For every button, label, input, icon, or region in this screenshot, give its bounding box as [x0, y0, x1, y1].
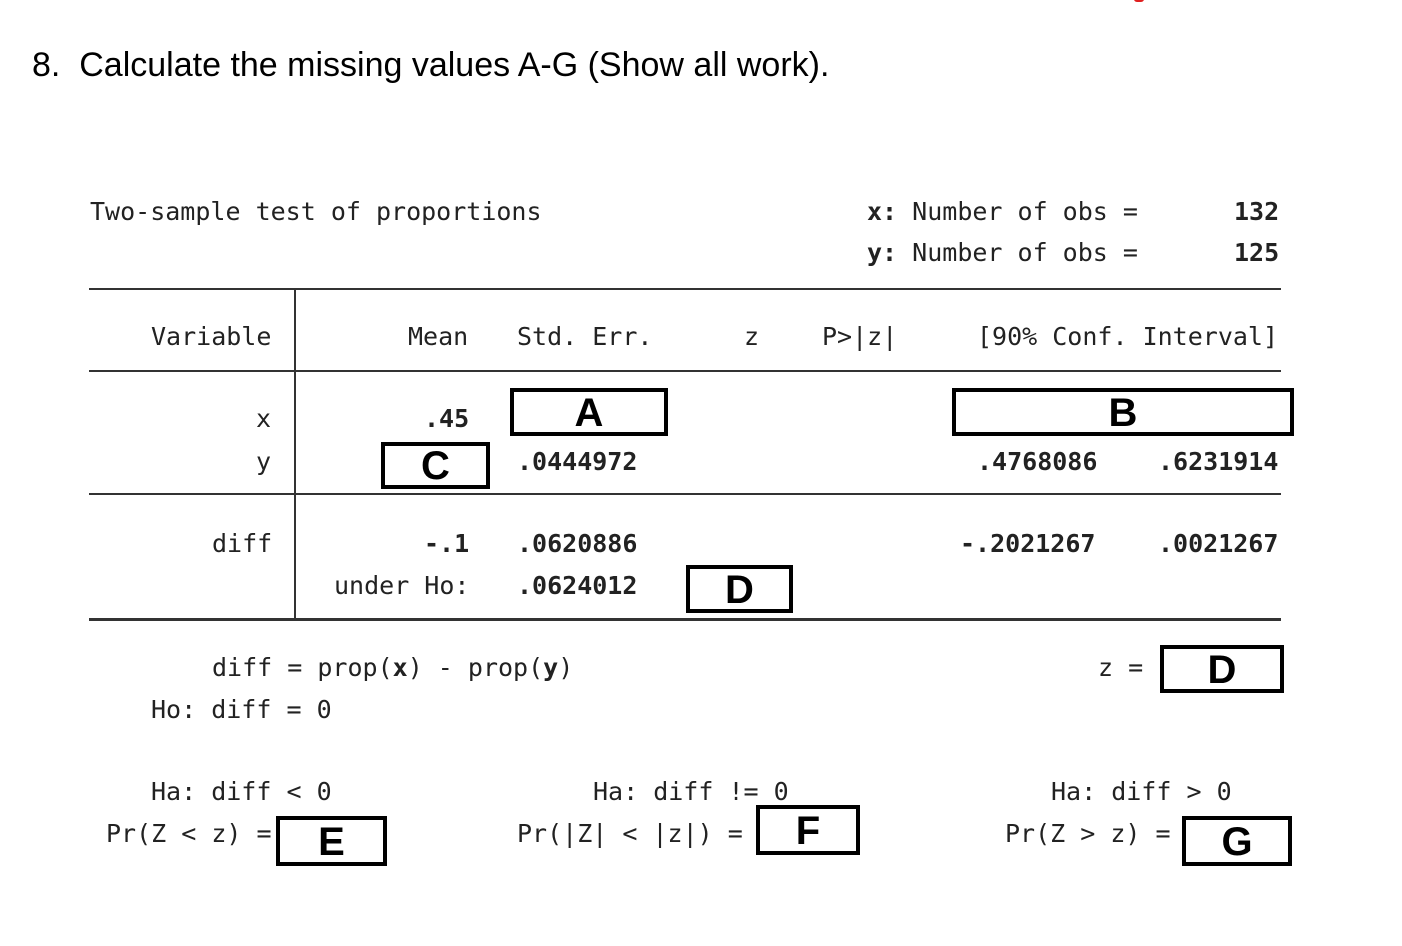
y-obs-label: Number of obs =: [912, 238, 1138, 267]
row-diff-mean: -.1: [424, 529, 470, 558]
table-top-rule: [89, 288, 1281, 290]
box-f: F: [756, 805, 860, 855]
col-mean: Mean: [408, 322, 469, 351]
box-d-z: D: [1160, 645, 1284, 693]
row-x-label: x: [256, 404, 272, 433]
red-mark: [1134, 0, 1144, 2]
box-b: B: [952, 388, 1294, 436]
ha-less: Ha: diff < 0: [151, 777, 332, 806]
ha-neq: Ha: diff != 0: [593, 777, 789, 806]
diff-def-x: x: [392, 653, 408, 682]
pr-neq: Pr(|Z| < |z|) =: [517, 819, 743, 848]
col-p: P>|z|: [822, 322, 898, 351]
table-bottom-rule: [89, 618, 1281, 621]
box-g: G: [1182, 816, 1292, 866]
table-divider: [294, 288, 296, 619]
col-z: z: [744, 322, 760, 351]
diff-def-suffix: ): [558, 653, 574, 682]
row-x-mean: .45: [424, 404, 470, 433]
y-prefix: y:: [867, 238, 898, 267]
header-rule: [89, 370, 1281, 372]
x-obs-value: 132: [1234, 197, 1280, 226]
diff-definition: diff = prop(x) - prop(y): [212, 653, 573, 682]
question-text: 8. Calculate the missing values A-G (Sho…: [32, 46, 830, 84]
z-label: z =: [1098, 653, 1144, 682]
box-a: A: [510, 388, 668, 436]
row-diff-ci-low: -.2021267: [960, 529, 1096, 558]
ha-greater: Ha: diff > 0: [1051, 777, 1232, 806]
under-ho-label: under Ho:: [334, 571, 470, 600]
row-diff-ci-high: .0021267: [1158, 529, 1279, 558]
diff-def-y: y: [543, 653, 559, 682]
x-obs-label: Number of obs =: [912, 197, 1138, 226]
box-d-table: D: [686, 565, 793, 613]
diff-def-mid: ) - prop(: [407, 653, 544, 682]
row-y-se: .0444972: [517, 447, 638, 476]
pr-greater: Pr(Z > z) =: [1005, 819, 1171, 848]
row-diff-label: diff: [212, 529, 273, 558]
row-y-label: y: [256, 447, 272, 476]
box-e: E: [276, 816, 387, 866]
box-c: C: [381, 442, 490, 489]
x-obs-line: x: Number of obs =: [867, 197, 1138, 226]
ho-statement: Ho: diff = 0: [151, 695, 332, 724]
y-obs-value: 125: [1234, 238, 1280, 267]
row-diff-se: .0620886: [517, 529, 638, 558]
pr-less: Pr(Z < z) =: [106, 819, 272, 848]
y-obs-line: y: Number of obs =: [867, 238, 1138, 267]
row-y-ci-high: .6231914: [1158, 447, 1279, 476]
diff-rule: [89, 493, 1281, 495]
col-variable: Variable: [151, 322, 272, 351]
col-std-err: Std. Err.: [517, 322, 653, 351]
row-y-ci-low: .4768086: [977, 447, 1098, 476]
diff-def-prefix: diff = prop(: [212, 653, 393, 682]
test-title: Two-sample test of proportions: [90, 197, 542, 226]
col-ci: [90% Conf. Interval]: [977, 322, 1279, 351]
x-prefix: x:: [867, 197, 898, 226]
under-ho-se: .0624012: [517, 571, 638, 600]
